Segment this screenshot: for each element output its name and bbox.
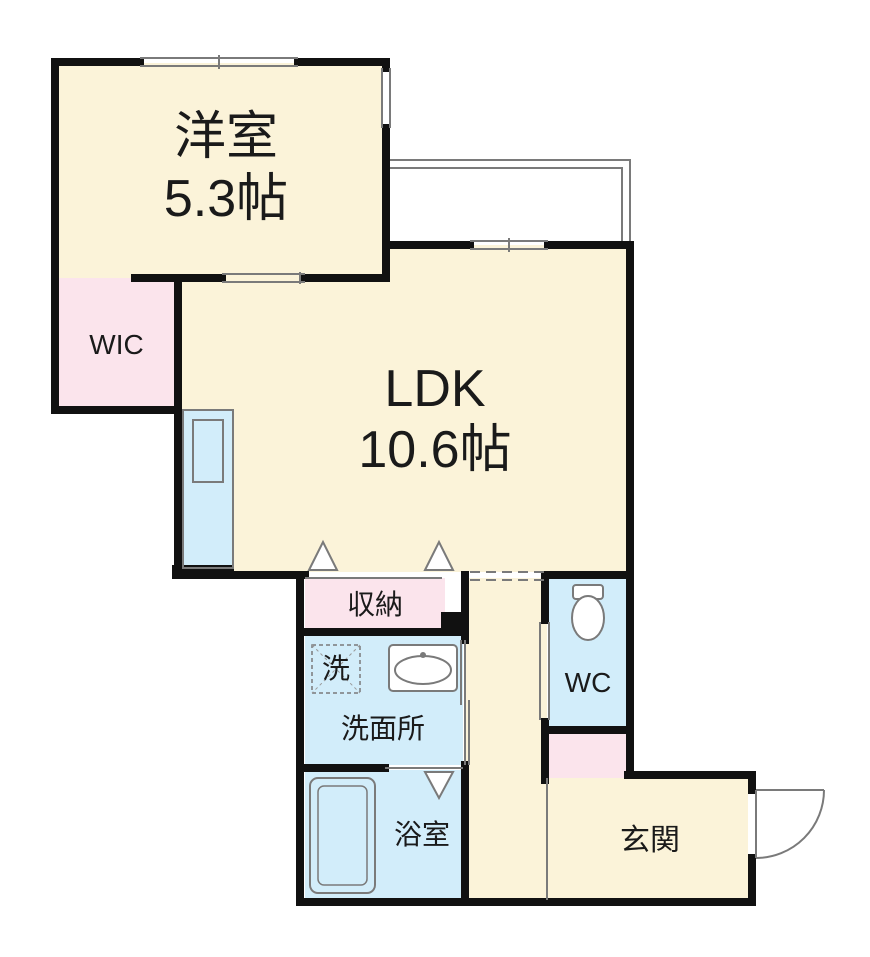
shoe-storage-fill — [548, 733, 628, 778]
room-entrance-label: 玄関 — [620, 824, 680, 857]
sliding-doors — [460, 622, 550, 765]
hallway-fill — [465, 578, 547, 898]
walls — [51, 58, 756, 906]
room-ldk-fill — [178, 245, 628, 572]
room-wic-label: WIC — [89, 329, 144, 360]
thin-partitions — [305, 571, 548, 900]
room-storage-label: 収納 — [346, 589, 403, 620]
room-entrance-fill — [548, 778, 748, 898]
room-western-fill — [55, 63, 383, 278]
washer-label: 洗 — [321, 653, 350, 684]
room-ldk-label: LDK — [384, 360, 486, 418]
room-western-size: 5.3帖 — [163, 170, 289, 228]
entrance-door-icon — [755, 789, 825, 859]
washer-space — [311, 644, 361, 694]
room-wic-fill — [55, 278, 178, 408]
pillar — [441, 612, 465, 636]
room-wc-label: WC — [564, 667, 612, 698]
room-western-label: 洋室 — [173, 108, 278, 166]
bathtub-icon — [309, 777, 376, 894]
balcony-outline — [387, 159, 631, 245]
toilet-bowl-icon — [571, 595, 605, 641]
washbasin-icon — [388, 644, 458, 692]
room-washroom-label: 洗面所 — [340, 713, 425, 744]
kitchen-counter-fill — [183, 410, 233, 568]
door-marker-icon — [423, 771, 455, 801]
door-marker-icon — [307, 539, 339, 571]
balcony-outline-inner — [387, 167, 623, 245]
door-marker-icon — [423, 539, 455, 571]
kitchen-counter-outline — [182, 409, 234, 569]
room-storage-fill — [305, 578, 445, 628]
room-bath-label: 浴室 — [393, 819, 450, 850]
room-ldk-size: 10.6帖 — [358, 421, 512, 479]
windows — [140, 55, 548, 284]
kitchen-sink-icon — [192, 419, 224, 483]
